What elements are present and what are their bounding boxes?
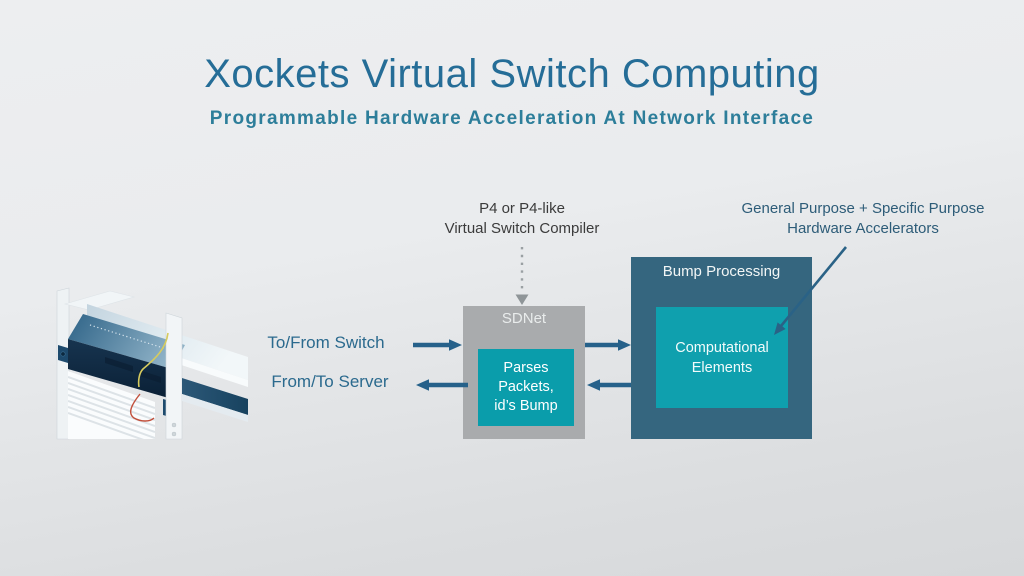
rack-server-illustration — [56, 287, 248, 440]
to-from-switch-label: To/From Switch — [267, 333, 385, 352]
shelf-right-edge — [182, 378, 248, 415]
compiler-annotation-line2: Virtual Switch Compiler — [444, 220, 600, 237]
rack-rail-left — [56, 287, 70, 440]
yellow-cable — [137, 332, 169, 388]
compiler-dotted-arrow-icon — [515, 247, 529, 305]
server-drive-bay — [105, 357, 133, 372]
shelf-right-lip — [182, 394, 248, 422]
bump-processing-box-title: Bump Processing — [662, 263, 781, 280]
from-to-server-label: From/To Server — [271, 372, 389, 391]
switch-to-sdnet-arrow-icon — [413, 339, 462, 351]
sdnet-box: SDNet Parses Packets, id’s Bump — [463, 306, 585, 439]
sdnet-inner-line2: id’s Bump — [494, 398, 558, 414]
rail-screw — [171, 431, 177, 437]
computational-elements-box: Computational Elements — [656, 307, 788, 408]
sdnet-to-server-arrow-icon — [416, 379, 468, 391]
slide-subtitle: Programmable Hardware Acceleration At Ne… — [209, 108, 815, 129]
slide-title: Xockets Virtual Switch Computing — [204, 52, 820, 96]
rack-rail-right — [165, 312, 183, 440]
computational-elements-line2: Elements — [691, 359, 753, 376]
accelerators-annotation-line1: General Purpose + Specific Purpose — [741, 200, 985, 217]
compiler-annotation: P4 or P4-like Virtual Switch Compiler — [392, 199, 652, 239]
bump-to-sdnet-arrow-icon — [587, 379, 631, 391]
red-cable — [130, 393, 155, 422]
accelerators-annotation: General Purpose + Specific Purpose Hardw… — [713, 199, 1013, 239]
server-drive-bay — [139, 370, 161, 383]
rack-top-panel — [63, 290, 136, 311]
server-chassis-front — [68, 339, 172, 399]
rail-screw — [171, 422, 177, 428]
sdnet-to-bump-arrow-icon — [585, 339, 631, 351]
bump-processing-box: Bump Processing Computational Elements — [631, 257, 812, 439]
sdnet-box-title: SDNet — [501, 310, 547, 327]
sdnet-inner-line1: Parses Packets, — [498, 360, 554, 395]
computational-elements-line1: Computational — [675, 339, 769, 356]
compiler-annotation-line1: P4 or P4-like — [479, 200, 565, 217]
rack-ear-hole — [60, 351, 66, 357]
accelerators-annotation-line2: Hardware Accelerators — [787, 220, 939, 237]
sdnet-inner-box: Parses Packets, id’s Bump — [478, 349, 574, 426]
